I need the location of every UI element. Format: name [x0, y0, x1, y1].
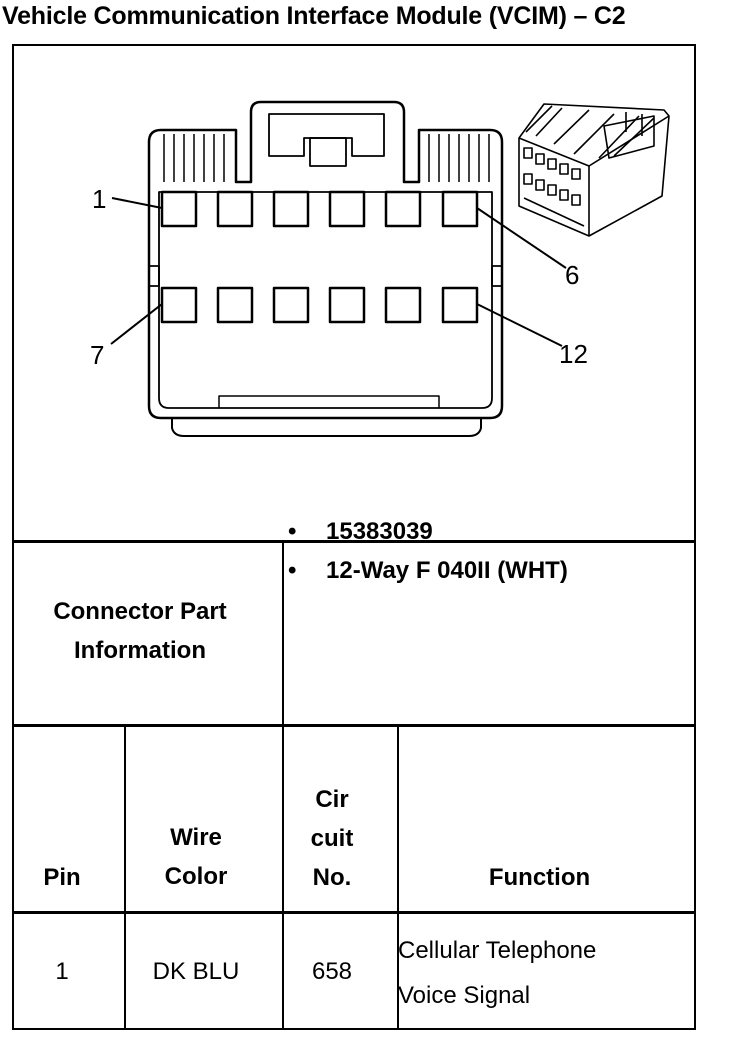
cavity-3 [272, 190, 310, 228]
row-function: Cellular Telephone Voice Signal [398, 928, 596, 1018]
cavity-2 [216, 190, 254, 228]
divider-header-row [14, 911, 696, 914]
divider-col-pin [124, 724, 126, 1030]
cavity-5 [384, 190, 422, 228]
cavity-9 [272, 286, 310, 324]
leader-pin-7 [110, 303, 163, 345]
connector-info-list: • 15383039 • 12-Way F 040II (WHT) [288, 512, 568, 590]
header-wire-color-line2: Color [164, 863, 228, 890]
leader-pin-6 [476, 207, 567, 269]
bullet-icon: • [288, 557, 297, 584]
pin-label-12: 12 [559, 339, 588, 369]
cavity-6 [441, 190, 479, 228]
row-pin: 1 [55, 958, 69, 985]
divider-col-circuit [397, 724, 399, 1030]
connector-info-label-line2: Information [74, 637, 206, 664]
header-circuit-line1: Cir [315, 786, 349, 813]
cavity-10 [328, 286, 366, 324]
connector-info-item: • 12-Way F 040II (WHT) [288, 551, 568, 590]
connector-skirt [171, 418, 482, 437]
header-function: Function [488, 864, 591, 891]
page-title: Vehicle Communication Interface Module (… [2, 2, 626, 30]
connector-info-label-line1: Connector Part [53, 598, 227, 625]
row-function-line1: Cellular Telephone [398, 937, 597, 964]
ribs-left [163, 134, 225, 182]
pin-label-6: 6 [565, 260, 579, 290]
connector-diagram: 1 6 7 12 [90, 100, 670, 437]
cavity-1 [160, 190, 198, 228]
bullet-icon: • [288, 518, 297, 545]
cavity-4 [328, 190, 366, 228]
cavity-12 [441, 286, 479, 324]
connector-description: 12-Way F 040II (WHT) [326, 557, 568, 584]
ribs-right [428, 134, 490, 182]
cavity-11 [384, 286, 422, 324]
header-wire-color: Wire Color [124, 818, 268, 896]
connector-thumbnail [518, 103, 670, 237]
leader-pin-1 [111, 197, 163, 209]
connector-body [147, 100, 504, 420]
side-notch-left [148, 265, 160, 287]
cavity-8 [216, 286, 254, 324]
connector-info-label: Connector Part Information [14, 592, 266, 670]
connector-frame: 1 6 7 12 [12, 44, 696, 1030]
divider-col-wire [282, 724, 284, 1030]
pin-label-7: 7 [90, 340, 104, 370]
header-circuit-line2: cuit [310, 825, 354, 852]
row-wire-color: DK BLU [152, 958, 240, 985]
cavity-7 [160, 286, 198, 324]
connector-latch [268, 113, 385, 157]
divider-info-table [14, 724, 696, 727]
row-circuit: 658 [311, 958, 353, 985]
header-circuit: Cir cuit No. [282, 780, 382, 897]
header-circuit-line3: No. [312, 864, 352, 891]
connector-info-item: • 15383039 [288, 512, 568, 551]
divider-info-column [282, 540, 284, 726]
divider-diagram-info [14, 540, 696, 543]
header-wire-color-line1: Wire [170, 824, 222, 851]
pin-label-1: 1 [92, 184, 106, 214]
row-function-line2: Voice Signal [398, 982, 531, 1009]
header-pin: Pin [43, 864, 81, 891]
side-notch-right [491, 265, 503, 287]
leader-pin-12 [476, 303, 563, 347]
connector-inner-outline [158, 191, 493, 409]
latch-tab [309, 137, 347, 167]
part-number: 15383039 [326, 518, 433, 545]
